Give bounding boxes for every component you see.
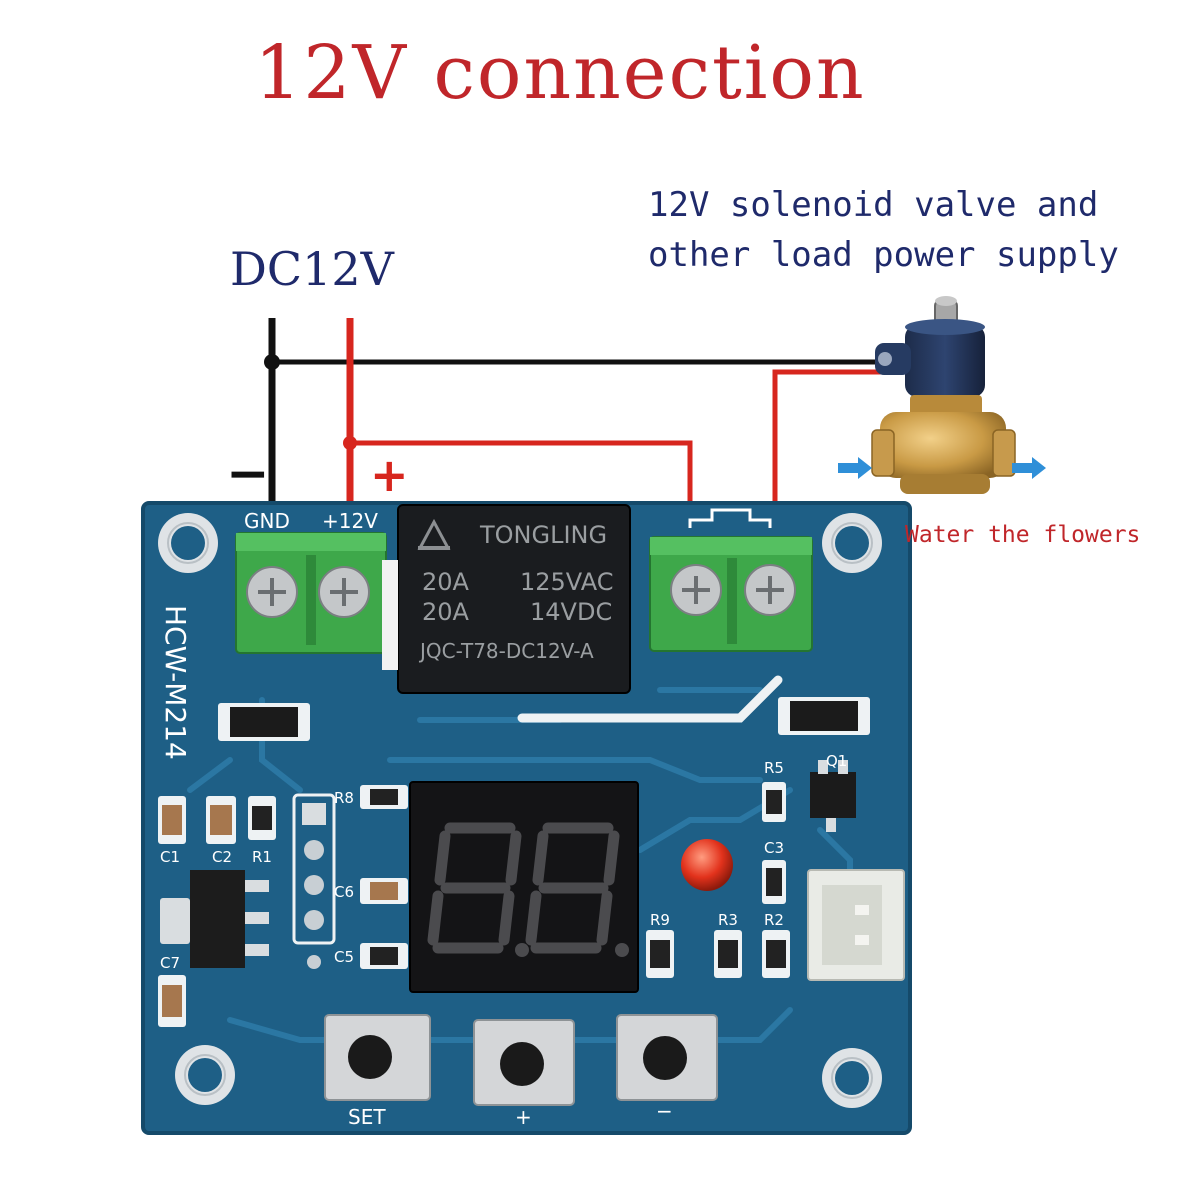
black-junction-dot xyxy=(264,354,280,370)
label-r8: R8 xyxy=(334,789,354,807)
load-supply-label: 12V solenoid valve and other load power … xyxy=(648,180,1188,280)
valve-coil xyxy=(905,325,985,397)
solenoid-valve xyxy=(838,296,1046,494)
flow-arrow-out-icon xyxy=(1012,457,1046,479)
label-c6: C6 xyxy=(334,883,354,901)
programming-header xyxy=(292,793,336,969)
negative-polarity-sign: − xyxy=(226,444,270,504)
smd-diodes xyxy=(218,697,870,741)
pcb-board: TONGLING 20A 125VAC 20A 14VDC JQC-T78-DC… xyxy=(141,501,912,1135)
valve-bonnet xyxy=(910,395,982,417)
vplus-terminal-label: +12V xyxy=(322,509,378,533)
positive-polarity-sign: + xyxy=(370,448,409,502)
red-junction-dot xyxy=(343,436,357,450)
status-led-icon xyxy=(681,839,733,891)
label-r9: R9 xyxy=(650,911,670,929)
smd-components-right xyxy=(646,760,856,978)
pcb-traces xyxy=(187,687,853,1043)
label-r3: R3 xyxy=(718,911,738,929)
label-r5: R5 xyxy=(764,759,784,777)
set-button-label: SET xyxy=(348,1105,386,1129)
valve-connector xyxy=(875,343,911,375)
relay-dc-current: 20A xyxy=(422,598,470,626)
seven-segment-display xyxy=(409,781,639,993)
mounting-holes xyxy=(158,513,882,1108)
label-c1: C1 xyxy=(160,848,180,866)
label-c7: C7 xyxy=(160,954,180,972)
relay-brand: TONGLING xyxy=(479,521,607,549)
valve-body xyxy=(880,412,1006,478)
label-c3: C3 xyxy=(764,839,784,857)
label-c5: C5 xyxy=(334,948,354,966)
smd-components-middle xyxy=(360,785,408,969)
valve-caption: Water the flowers xyxy=(905,522,1141,548)
minus-button-label: − xyxy=(656,1099,673,1123)
load-label-line-2: other load power supply xyxy=(648,235,1119,275)
label-c2: C2 xyxy=(212,848,232,866)
relay-ac-current: 20A xyxy=(422,568,470,596)
valve-inlet xyxy=(871,429,895,477)
label-r2: R2 xyxy=(764,911,784,929)
red-wire-to-valve xyxy=(772,369,882,508)
red-wire-to-relay xyxy=(350,440,693,508)
relay xyxy=(382,504,631,694)
label-q1: Q1 xyxy=(826,752,847,770)
board-model: HCW-M214 xyxy=(159,605,192,760)
smd-components-left xyxy=(158,796,276,1027)
wires xyxy=(264,318,882,508)
relay-output-terminal-block xyxy=(649,508,813,652)
load-label-line-1: 12V solenoid valve and xyxy=(648,185,1099,225)
sensor-connector xyxy=(807,869,905,981)
voltage-regulator xyxy=(160,870,269,968)
tactile-buttons xyxy=(324,1014,718,1106)
label-r1: R1 xyxy=(252,848,272,866)
page-title: 12V connection xyxy=(254,30,866,116)
gnd-terminal-label: GND xyxy=(244,509,290,533)
relay-dc-voltage: 14VDC xyxy=(530,598,612,626)
flow-arrow-in-icon xyxy=(838,457,872,479)
power-terminal-block xyxy=(235,532,387,654)
relay-part-number: JQC-T78-DC12V-A xyxy=(418,639,594,663)
relay-ac-voltage: 125VAC xyxy=(520,568,613,596)
plus-button-label: + xyxy=(515,1105,532,1129)
valve-outlet xyxy=(992,429,1016,477)
supply-voltage-label: DC12V xyxy=(230,242,394,296)
